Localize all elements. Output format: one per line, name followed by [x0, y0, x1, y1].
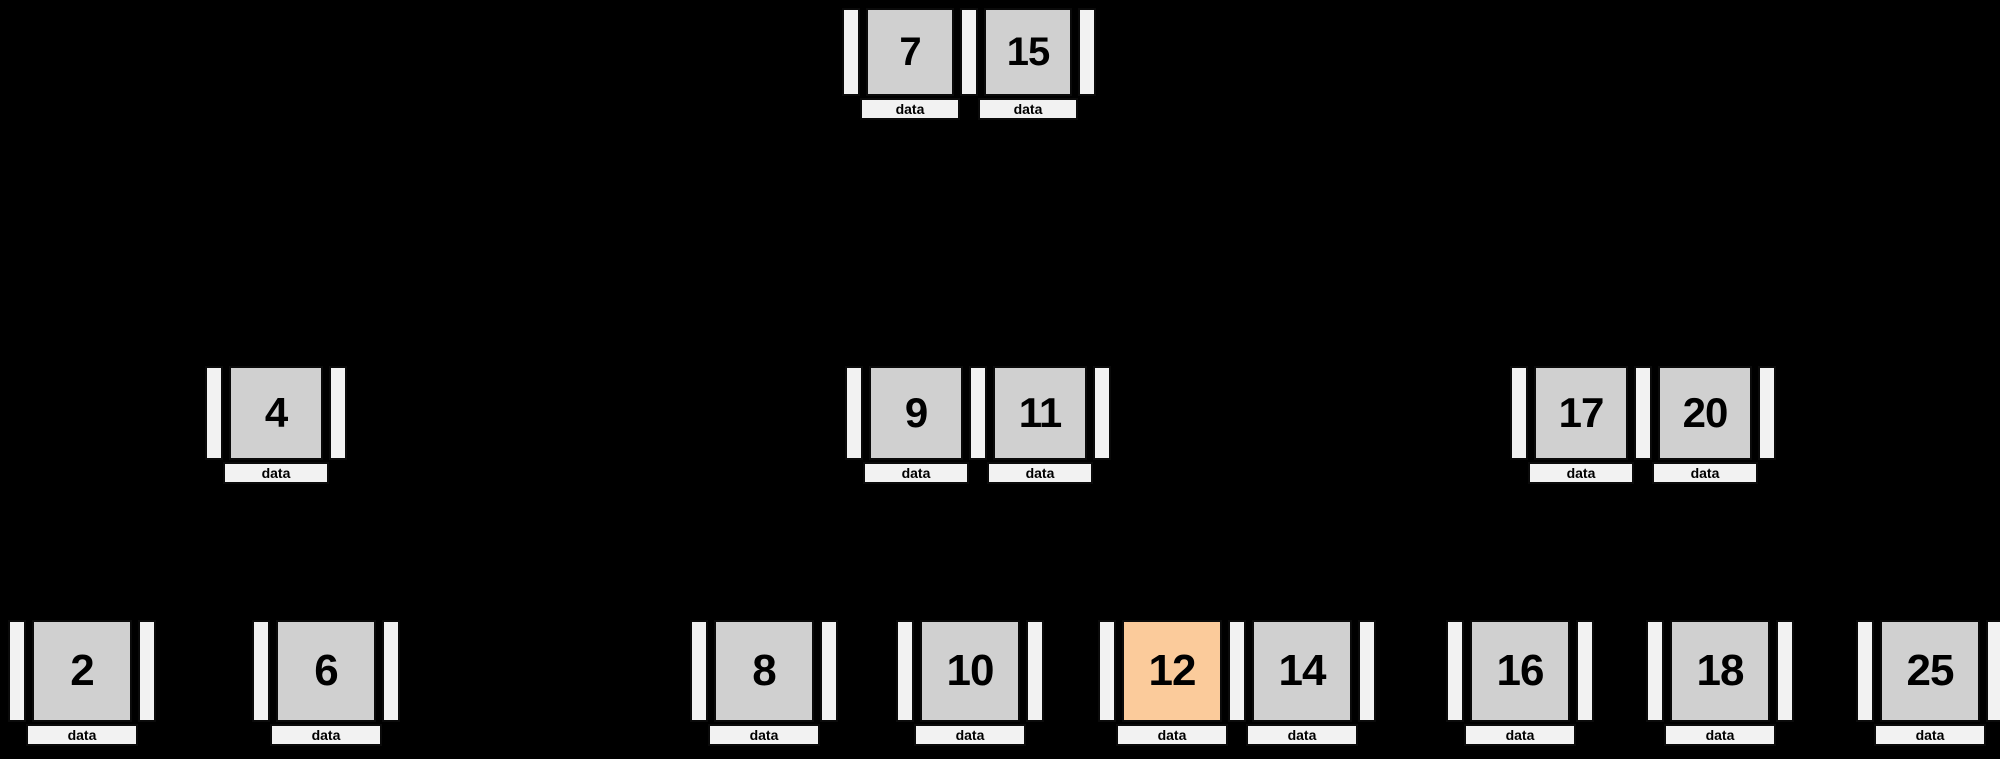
child-pointer-slot[interactable] — [1078, 8, 1096, 96]
btree-key[interactable]: 25 — [1880, 620, 1980, 722]
child-pointer-slot[interactable] — [252, 620, 270, 722]
child-pointer-slot[interactable] — [1646, 620, 1664, 722]
btree-key[interactable]: 11 — [993, 366, 1087, 460]
child-pointer-slot[interactable] — [329, 366, 347, 460]
btree-key[interactable]: 17 — [1534, 366, 1628, 460]
child-pointer-slot[interactable] — [1634, 366, 1652, 460]
child-pointer-slot[interactable] — [1228, 620, 1246, 722]
btree-key[interactable]: 6 — [276, 620, 376, 722]
child-pointer-slot[interactable] — [8, 620, 26, 722]
child-pointer-slot[interactable] — [960, 8, 978, 96]
btree-key[interactable]: 4 — [229, 366, 323, 460]
child-pointer-slot[interactable] — [1856, 620, 1874, 722]
btree-key[interactable]: 15 — [984, 8, 1072, 96]
child-pointer-slot[interactable] — [382, 620, 400, 722]
child-pointer-slot[interactable] — [1776, 620, 1794, 722]
btree-data-label: data — [1464, 724, 1576, 746]
btree-data-label: data — [978, 98, 1078, 120]
btree-data-label: data — [914, 724, 1026, 746]
child-pointer-slot[interactable] — [1510, 366, 1528, 460]
btree-key[interactable]: 16 — [1470, 620, 1570, 722]
btree-data-label: data — [270, 724, 382, 746]
child-pointer-slot[interactable] — [1986, 620, 2000, 722]
btree-key[interactable]: 8 — [714, 620, 814, 722]
btree-data-label: data — [987, 462, 1093, 484]
child-pointer-slot[interactable] — [1758, 366, 1776, 460]
child-pointer-slot[interactable] — [969, 366, 987, 460]
btree-data-label: data — [1246, 724, 1358, 746]
child-pointer-slot[interactable] — [1093, 366, 1111, 460]
child-pointer-slot[interactable] — [138, 620, 156, 722]
btree-key[interactable]: 9 — [869, 366, 963, 460]
btree-data-label: data — [708, 724, 820, 746]
child-pointer-slot[interactable] — [1026, 620, 1044, 722]
child-pointer-slot[interactable] — [842, 8, 860, 96]
child-pointer-slot[interactable] — [896, 620, 914, 722]
btree-data-label: data — [863, 462, 969, 484]
btree-key[interactable]: 18 — [1670, 620, 1770, 722]
child-pointer-slot[interactable] — [1098, 620, 1116, 722]
child-pointer-slot[interactable] — [1446, 620, 1464, 722]
btree-data-label: data — [1652, 462, 1758, 484]
child-pointer-slot[interactable] — [205, 366, 223, 460]
btree-key[interactable]: 10 — [920, 620, 1020, 722]
btree-data-label: data — [860, 98, 960, 120]
btree-key[interactable]: 2 — [32, 620, 132, 722]
btree-key[interactable]: 20 — [1658, 366, 1752, 460]
child-pointer-slot[interactable] — [1358, 620, 1376, 722]
btree-data-label: data — [26, 724, 138, 746]
btree-key-highlighted[interactable]: 12 — [1122, 620, 1222, 722]
child-pointer-slot[interactable] — [845, 366, 863, 460]
btree-key[interactable]: 14 — [1252, 620, 1352, 722]
child-pointer-slot[interactable] — [690, 620, 708, 722]
btree-key[interactable]: 7 — [866, 8, 954, 96]
btree-data-label: data — [1528, 462, 1634, 484]
btree-data-label: data — [1116, 724, 1228, 746]
child-pointer-slot[interactable] — [1576, 620, 1594, 722]
btree-data-label: data — [1664, 724, 1776, 746]
btree-data-label: data — [223, 462, 329, 484]
child-pointer-slot[interactable] — [820, 620, 838, 722]
btree-data-label: data — [1874, 724, 1986, 746]
